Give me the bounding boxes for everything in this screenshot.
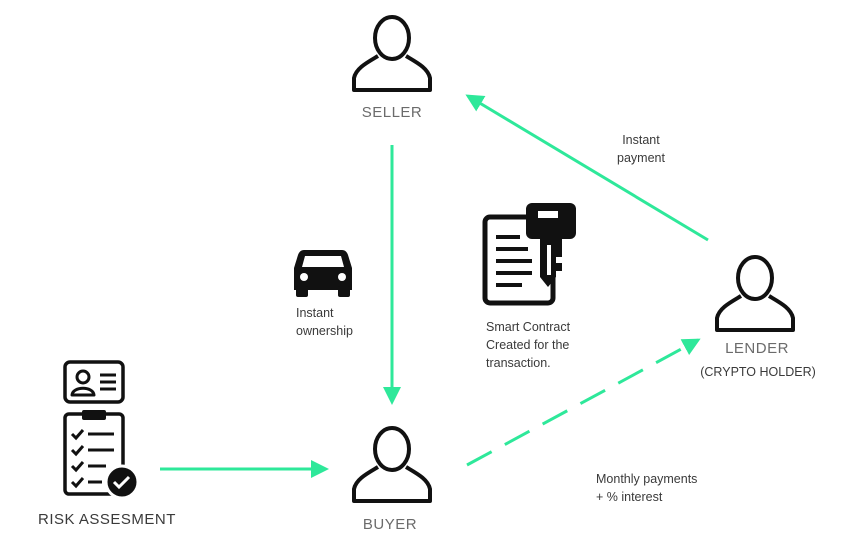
monthly-payments-line-1: Monthly payments	[596, 472, 698, 486]
instant-ownership-note: Instant ownership	[296, 304, 353, 340]
buyer-label: BUYER	[362, 516, 418, 533]
buyer-person-icon	[352, 426, 432, 503]
lender-person-icon	[715, 255, 795, 332]
car-icon	[294, 250, 352, 297]
monthly-payments-note: Monthly payments + % interest	[596, 470, 697, 506]
smart-contract-line-2: Created for the	[486, 338, 570, 352]
monthly-payments-line-2: + % interest	[596, 490, 663, 504]
seller-label: SELLER	[361, 104, 423, 121]
instant-payment-line-2: payment	[617, 151, 665, 165]
instant-ownership-line-1: Instant	[296, 306, 334, 320]
lender-sublabel: (CRYPTO HOLDER)	[700, 365, 816, 379]
smart-contract-line-1: Smart Contract	[486, 320, 571, 334]
arrow-buyer-to-lender-dashed	[466, 338, 701, 467]
smart-contract-line-3: transaction.	[486, 356, 551, 370]
smart-contract-note: Smart Contract Created for the transacti…	[486, 318, 570, 372]
lender-label: LENDER	[725, 340, 789, 357]
seller-person-icon	[352, 15, 432, 92]
arrow-lender-to-seller	[465, 94, 709, 242]
id-card-icon	[63, 360, 125, 404]
instant-payment-note: Instant payment	[617, 131, 665, 167]
checklist-icon	[63, 410, 140, 500]
instant-ownership-line-2: ownership	[296, 324, 353, 338]
contract-key-icon	[482, 203, 576, 306]
instant-payment-line-1: Instant	[622, 133, 660, 147]
risk-assessment-label: RISK ASSESMENT	[38, 511, 176, 528]
